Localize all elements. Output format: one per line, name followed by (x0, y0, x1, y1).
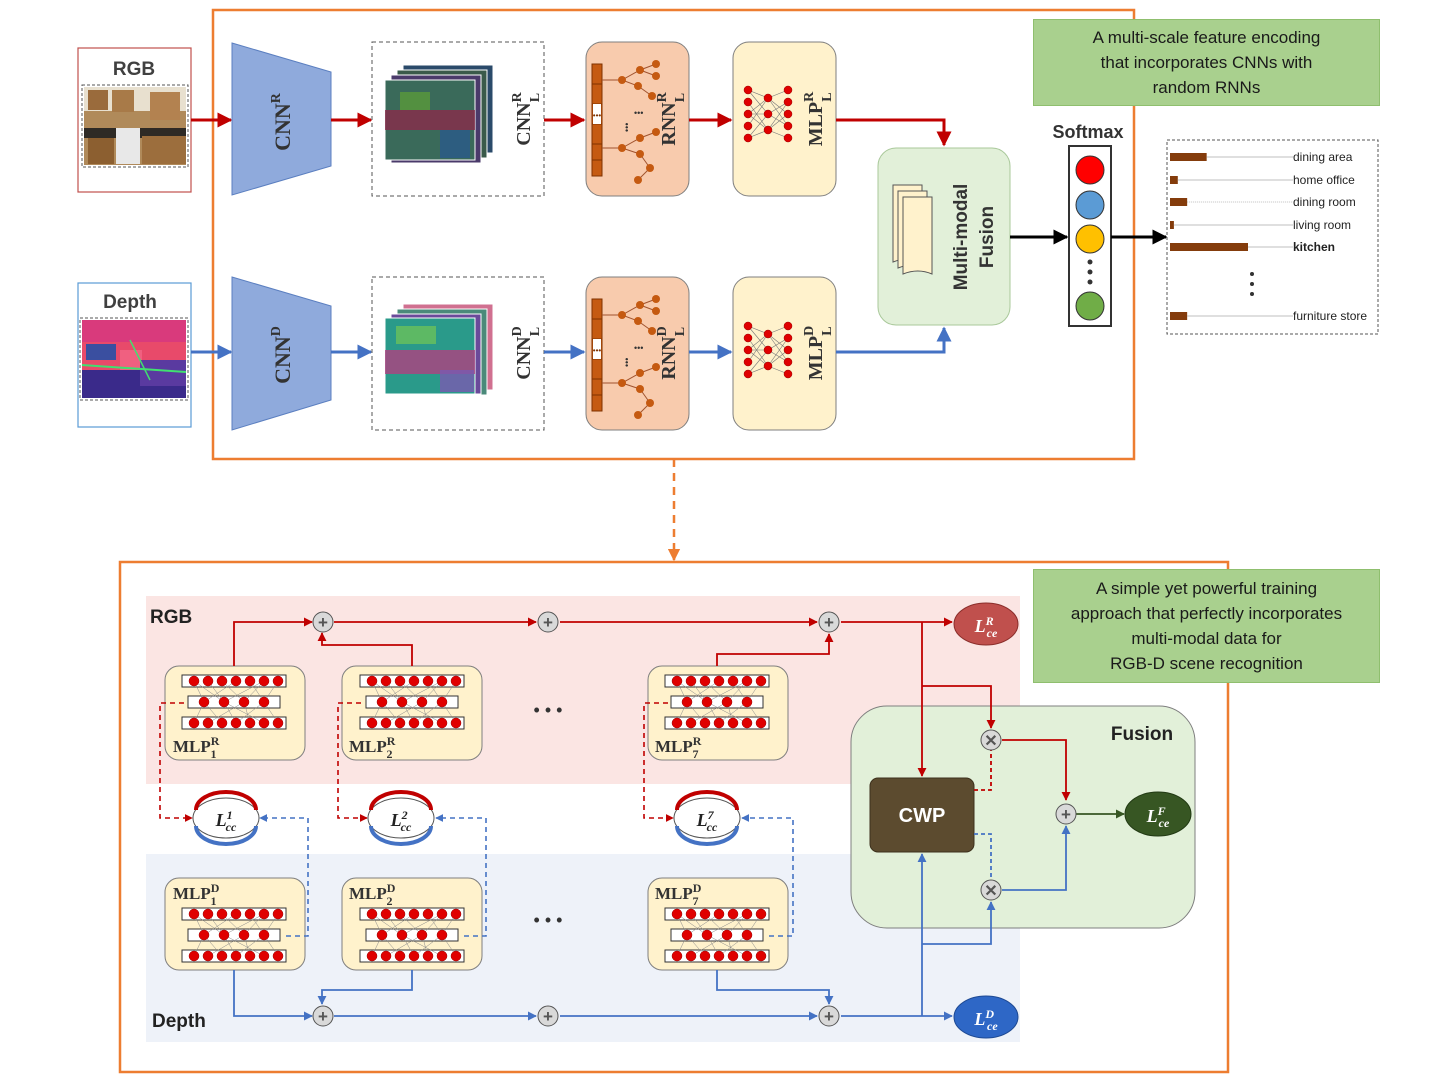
lce-d-node (953, 995, 1019, 1039)
class-label: dining room (1293, 195, 1356, 209)
softmax-node-red (1075, 155, 1105, 185)
rgb-sum-nodes: + + + (312, 611, 840, 633)
rgb-input-label: RGB (113, 59, 155, 80)
rgb-stream-label: RGB (150, 607, 192, 628)
depth-input-label: Depth (103, 292, 157, 313)
class-score-panel (1166, 139, 1379, 335)
feature-maps-rgb (371, 41, 545, 197)
class-score-bars: dining area home office dining room living … (1170, 150, 1367, 323)
softmax-node-green (1075, 291, 1105, 321)
class-bar (1170, 153, 1207, 161)
class-label: living room (1293, 218, 1351, 232)
softmax-label: Softmax (1052, 122, 1123, 142)
class-bar (1170, 198, 1188, 206)
top-note: A multi-scale feature encoding that inco… (1033, 19, 1380, 106)
class-label: dining area (1293, 150, 1353, 164)
depth-sum-nodes: + + + (312, 1005, 840, 1027)
mlp-r-1-block (164, 665, 306, 761)
svg-text:✕: ✕ (984, 733, 997, 750)
softmax-node-yellow (1075, 224, 1105, 254)
fusion-sum-node: + (1055, 803, 1077, 825)
rgb-ellipsis: • • • (534, 700, 563, 720)
mlp-d-7-block (647, 877, 789, 971)
cwp-block (869, 777, 975, 853)
fusion-pages-icon (892, 184, 933, 275)
class-vertical-ellipsis (1250, 272, 1254, 296)
cnn-depth-block (231, 276, 332, 431)
class-label: home office (1293, 173, 1355, 187)
svg-text:+: + (543, 613, 553, 632)
mlp-d-1-block (164, 877, 306, 971)
depth-ellipsis: • • • (534, 910, 563, 930)
bottom-note-line-3: multi-modal data for (1131, 629, 1282, 648)
class-bar (1170, 312, 1188, 320)
svg-text:+: + (543, 1007, 553, 1026)
class-bar (1170, 176, 1178, 184)
depth-kitchen-image (79, 317, 189, 401)
svg-text:+: + (824, 1007, 834, 1026)
fusion-block (850, 705, 1196, 929)
lce-r-node (953, 602, 1019, 646)
top-note-line-1: A multi-scale feature encoding (1092, 28, 1321, 47)
class-label: furniture store (1293, 309, 1367, 323)
cwp-label: CWP (899, 805, 946, 827)
cnn-rgb-label: CNNR (269, 92, 295, 151)
fusion-multiply-nodes: ✕ ✕ (980, 729, 1002, 901)
mlp-r-7-block (647, 665, 789, 761)
cnn-rgb-block (231, 42, 332, 196)
class-bar (1170, 243, 1248, 251)
bottom-note-line-1: A simple yet powerful training (1095, 579, 1318, 598)
svg-text:+: + (318, 613, 328, 632)
fusion-block-label: Fusion (1111, 724, 1173, 745)
class-bar (1170, 221, 1174, 229)
feature-maps-depth (371, 276, 545, 431)
top-note-line-2: that incorporates CNNs with (1100, 53, 1313, 72)
lce-f-node (1124, 791, 1192, 837)
bottom-frame (118, 560, 1230, 1074)
rgb-kitchen-image (81, 84, 189, 168)
svg-text:+: + (824, 613, 834, 632)
softmax-vertical-ellipsis (1087, 259, 1093, 285)
cnn-depth-label: CNND (269, 326, 295, 384)
softmax-node-blue (1075, 190, 1105, 220)
bottom-note-line-4: RGB-D scene recognition (1110, 654, 1303, 673)
depth-stream-label: Depth (152, 1011, 206, 1032)
bottom-note-line-2: approach that perfectly incorporates (1070, 604, 1343, 623)
class-label: kitchen (1293, 240, 1335, 254)
svg-text:+: + (318, 1007, 328, 1026)
fusion-label-line1: Multi-modal (951, 184, 972, 291)
fusion-label-line2: Fusion (977, 206, 998, 268)
top-note-line-3: random RNNs (1152, 78, 1261, 97)
svg-text:+: + (1061, 805, 1071, 824)
bottom-note: A simple yet powerful training approach … (1033, 569, 1380, 683)
svg-text:✕: ✕ (984, 883, 997, 900)
